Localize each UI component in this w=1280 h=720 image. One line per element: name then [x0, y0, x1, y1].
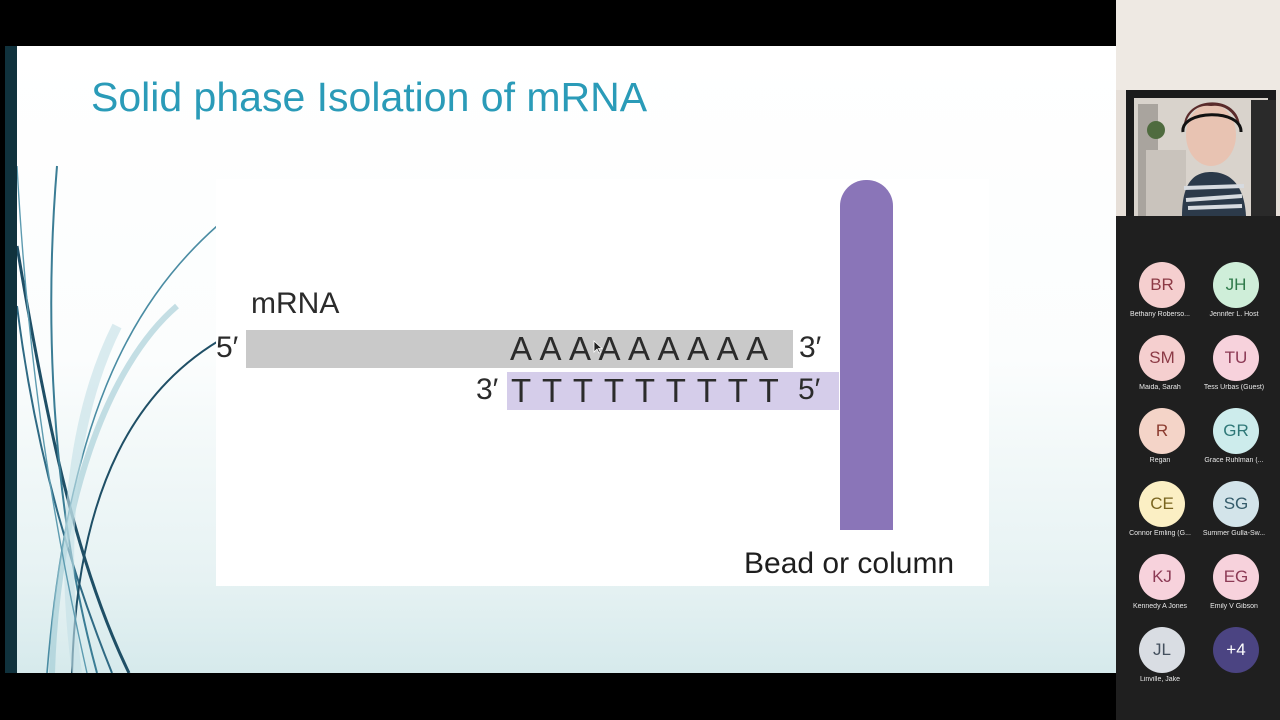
slide-edge-strip — [5, 46, 17, 673]
participant-name: Grace Ruhlman (... — [1204, 457, 1264, 464]
five-prime-label-bottom: 5′ — [798, 373, 821, 406]
more-participants-count: +4 — [1213, 627, 1259, 673]
participant-tile[interactable]: JH Jennifer L. Host — [1193, 262, 1275, 334]
speaker-video[interactable] — [1116, 0, 1280, 216]
participant-tile[interactable]: EG Emily V Gibson — [1193, 554, 1275, 626]
avatar: SG — [1213, 481, 1259, 527]
participant-tile[interactable]: SG Summer Gulla-Sw... — [1193, 481, 1275, 553]
avatar: CE — [1139, 481, 1185, 527]
avatar: TU — [1213, 335, 1259, 381]
avatar: EG — [1213, 554, 1259, 600]
avatar: GR — [1213, 408, 1259, 454]
participant-name: Emily V Gibson — [1210, 603, 1258, 610]
mouse-pointer-icon — [593, 340, 603, 354]
participant-grid: BR Bethany Roberso... JH Jennifer L. Hos… — [1116, 216, 1280, 720]
speaker-video-frame — [1116, 0, 1280, 216]
poly-a-tail: AAAAAAAAA — [510, 330, 776, 367]
screen-share-area: Solid phase Isolation of mRNA mRNA 5′ AA… — [5, 46, 1116, 673]
participant-name: Tess Urbas (Guest) — [1203, 384, 1265, 391]
five-prime-label-top: 5′ — [216, 331, 239, 364]
avatar: JL — [1139, 627, 1185, 673]
avatar: SM — [1139, 335, 1185, 381]
participant-tile[interactable]: KJ Kennedy A Jones — [1119, 554, 1201, 626]
three-prime-label-bottom: 3′ — [476, 373, 499, 406]
participant-name: Summer Gulla-Sw... — [1202, 530, 1266, 537]
avatar: JH — [1213, 262, 1259, 308]
mrna-isolation-figure: mRNA 5′ AAAAAAAAA 3′ 3′ TTTTTTTTT 5′ Bea… — [216, 179, 989, 586]
participant-name: Maida, Sarah — [1139, 384, 1181, 391]
avatar: KJ — [1139, 554, 1185, 600]
meeting-side-panel: BR Bethany Roberso... JH Jennifer L. Hos… — [1116, 0, 1280, 720]
presentation-slide: Solid phase Isolation of mRNA mRNA 5′ AA… — [17, 46, 1116, 673]
participant-name: Connor Emling (G... — [1129, 530, 1191, 537]
avatar: BR — [1139, 262, 1185, 308]
participant-name: Kennedy A Jones — [1132, 603, 1188, 610]
participant-name: Bethany Roberso... — [1130, 311, 1190, 318]
poly-t-oligo: TTTTTTTTT — [511, 372, 790, 409]
bead-label: Bead or column — [744, 547, 955, 580]
participant-tile[interactable]: GR Grace Ruhlman (... — [1193, 408, 1275, 480]
participant-tile[interactable]: JL Linville, Jake — [1119, 627, 1201, 699]
slide-title: Solid phase Isolation of mRNA — [91, 74, 648, 120]
three-prime-label-top: 3′ — [799, 331, 822, 364]
participant-tile[interactable]: TU Tess Urbas (Guest) — [1193, 335, 1275, 407]
mrna-strand — [246, 330, 793, 368]
participant-name: Regan — [1149, 457, 1171, 464]
decorative-swooshes — [17, 165, 228, 673]
mrna-label: mRNA — [251, 287, 340, 320]
participant-tile[interactable]: SM Maida, Sarah — [1119, 335, 1201, 407]
avatar: R — [1139, 408, 1185, 454]
participant-name: Linville, Jake — [1139, 676, 1181, 683]
participant-tile[interactable]: R Regan — [1119, 408, 1201, 480]
more-participants-button[interactable]: +4 — [1193, 627, 1275, 699]
bead-column — [840, 180, 893, 530]
participant-tile[interactable]: CE Connor Emling (G... — [1119, 481, 1201, 553]
participant-tile[interactable]: BR Bethany Roberso... — [1119, 262, 1201, 334]
oligo-dt-strand — [507, 372, 839, 410]
participant-name: Jennifer L. Host — [1209, 311, 1259, 318]
